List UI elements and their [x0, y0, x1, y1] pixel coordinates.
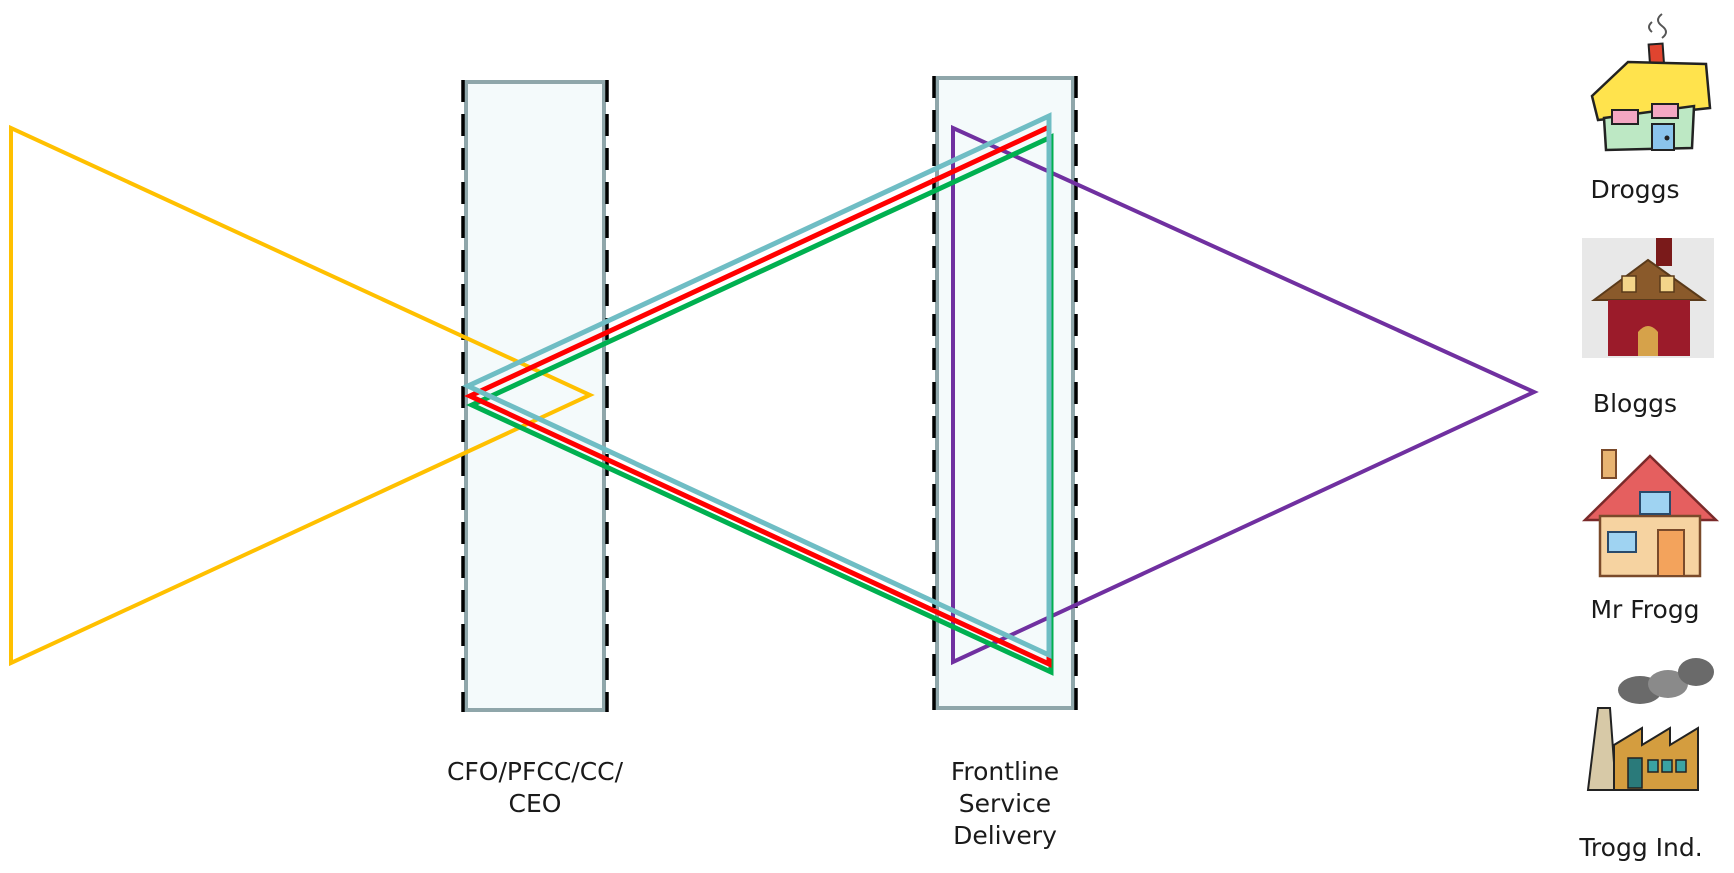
- customer-label-bloggs: Bloggs: [1592, 389, 1678, 418]
- factory-icon: [1586, 658, 1714, 791]
- customer-label-mr-frogg: Mr Frogg: [1590, 595, 1700, 624]
- red-house-icon: [1582, 238, 1714, 358]
- crooked-house-icon: [1590, 13, 1712, 152]
- customer-label-trogg-ind: Trogg Ind.: [1579, 833, 1703, 862]
- light-blue-triangle: [462, 112, 1052, 659]
- cottage-icon: [1581, 449, 1720, 578]
- frontline-column-label: Frontline Service Delivery: [950, 757, 1060, 850]
- yellow-triangle: [9, 124, 595, 667]
- customer-label-droggs: Droggs: [1590, 175, 1680, 204]
- leadership-column-label: CFO/PFCC/CC/ CEO: [446, 757, 624, 818]
- purple-triangle: [951, 124, 1539, 666]
